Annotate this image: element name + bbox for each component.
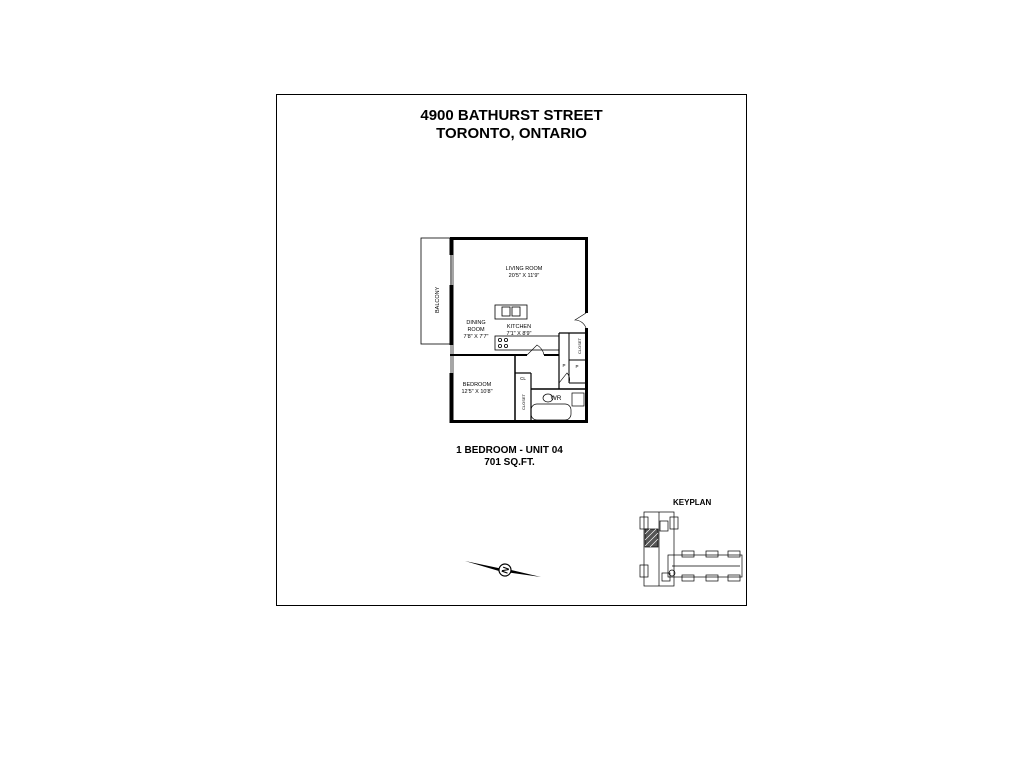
unit-type: 1 BEDROOM - UNIT 04 <box>456 445 563 456</box>
unit-caption: 1 BEDROOM - UNIT 04 701 SQ.FT. <box>412 445 607 469</box>
building-address: 4900 BATHURST STREET TORONTO, ONTARIO <box>277 107 746 143</box>
address-line-2: TORONTO, ONTARIO <box>436 125 587 142</box>
compass-n-label: N <box>500 565 512 575</box>
floorplan-sheet: 4900 BATHURST STREET TORONTO, ONTARIO BA… <box>276 94 747 606</box>
pantry-label-1: P <box>562 363 565 368</box>
kitchen-label: KITCHEN <box>507 324 531 330</box>
exterior-walls <box>449 237 588 423</box>
dining-room-label-1: DINING <box>466 320 485 326</box>
dining-room-size: 7'8" X 7'7" <box>464 334 489 340</box>
pantry-label-2: P <box>575 364 578 369</box>
kitchen-size: 7'1" X 8'9" <box>507 331 532 337</box>
closet-label-2: CLOSET <box>521 393 526 410</box>
living-room-size: 20'5" X 11'9" <box>509 273 540 279</box>
dining-room-label-2: ROOM <box>467 327 485 333</box>
keyplan-label: KEYPLAN <box>673 498 712 507</box>
bathroom-fixtures <box>530 392 585 421</box>
windows <box>450 255 454 373</box>
keyplan-diagram <box>639 511 743 587</box>
bedroom-size: 12'5" X 10'8" <box>461 389 492 395</box>
bedroom-label: BEDROOM <box>463 382 492 388</box>
north-arrow-icon: N <box>465 561 541 577</box>
doors <box>526 312 587 384</box>
balcony-label: BALCONY <box>435 286 441 313</box>
living-room-label: LIVING ROOM <box>506 266 543 272</box>
closet-label-1: CLOSET <box>577 337 582 354</box>
washroom-label: WR <box>551 395 562 402</box>
address-line-1: 4900 BATHURST STREET <box>420 107 603 124</box>
closet-short-label: CL <box>520 376 526 381</box>
unit-area: 701 SQ.FT. <box>484 457 535 468</box>
kitchen-counter <box>494 304 560 351</box>
floor-plan: BALCONY <box>420 237 588 423</box>
interior-walls <box>450 332 586 421</box>
